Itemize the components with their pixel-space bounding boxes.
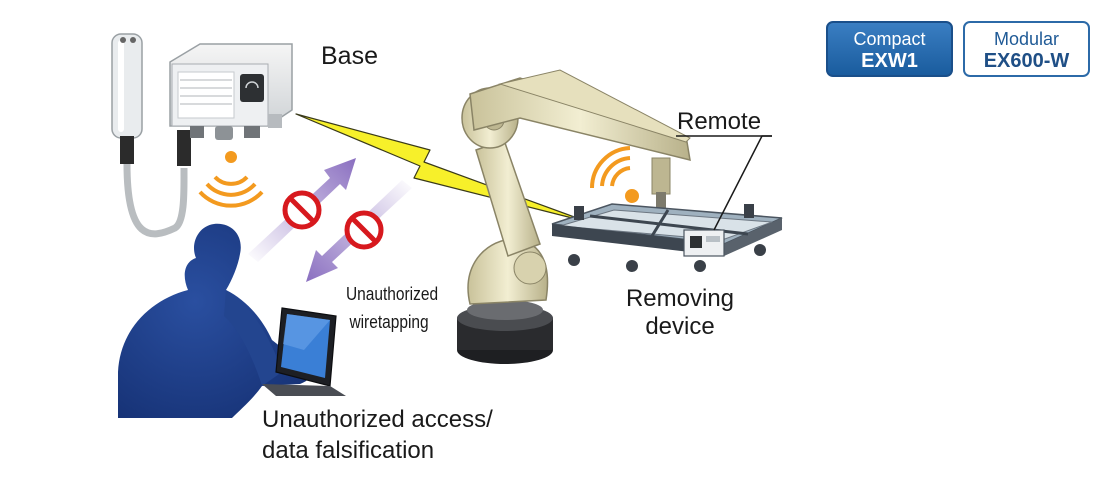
compact-badge-line-1: Compact [853, 29, 926, 49]
unauthorized-access-label-line-1: Unauthorized access/ [262, 406, 493, 433]
wireless-signal-icon [198, 151, 264, 208]
hacker-silhouette [118, 223, 311, 418]
remote-unit [683, 229, 725, 257]
antenna [111, 33, 191, 238]
base-unit [169, 43, 293, 140]
removing-device-label-line-2: device [645, 313, 715, 340]
wiretapping-label: Unauthorized wiretapping [346, 280, 438, 336]
robot-arm [457, 69, 691, 364]
unauthorized-access-label: Unauthorized access/ data falsification [262, 404, 493, 466]
prohibited-icon [282, 190, 322, 230]
remote-label: Remote [677, 108, 762, 135]
compact-badge-line-2: EXW1 [861, 50, 918, 72]
removing-device-label-line-1: Removing [625, 285, 735, 312]
wiretapping-label-line-2: wiretapping [349, 312, 429, 332]
wireless-signal-icon [589, 146, 639, 203]
removing-device [551, 203, 783, 272]
modular-badge-line-2: EX600-W [983, 50, 1070, 72]
wiretapping-label-line-1: Unauthorized [346, 284, 439, 304]
unauthorized-access-label-line-2: data falsification [262, 437, 435, 464]
modular-badge-line-1: Modular [993, 29, 1060, 49]
base-label: Base [321, 42, 378, 70]
removing-device-label: Removing device [622, 285, 738, 341]
compact-exw1-badge: Compact EXW1 [826, 21, 953, 77]
laptop [262, 307, 346, 396]
prohibited-icon [344, 210, 384, 250]
modular-ex600w-badge: Modular EX600-W [963, 21, 1090, 77]
